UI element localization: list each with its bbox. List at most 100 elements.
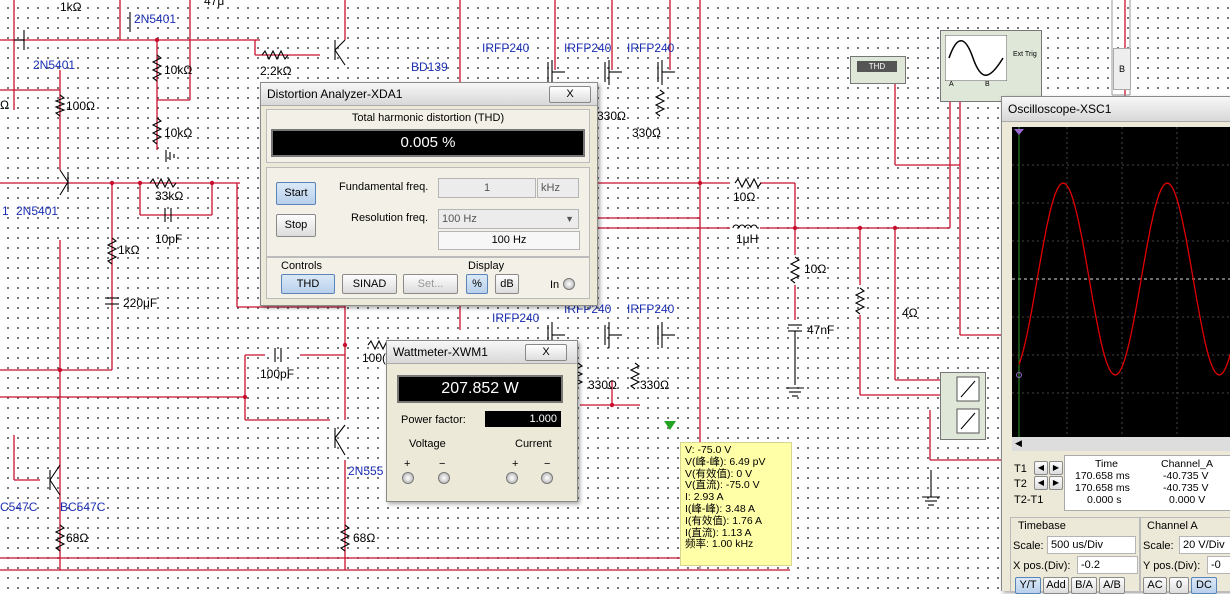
r-10-zobel-label: 10Ω xyxy=(804,262,827,276)
c-47n-label: 47nF xyxy=(807,323,835,337)
voltage-minus-label: − xyxy=(439,458,446,470)
r-68-left-label: 68Ω xyxy=(66,531,89,545)
fundamental-freq-label: Fundamental freq. xyxy=(339,181,429,193)
horizontal-scrollbar[interactable]: ◀ xyxy=(1012,437,1230,451)
add-mode-button[interactable]: Add xyxy=(1043,577,1069,594)
fundamental-freq-input[interactable]: 1 xyxy=(438,178,536,198)
thd-instrument-icon[interactable]: THD xyxy=(850,56,906,84)
t1-left-button[interactable]: ◀ xyxy=(1034,461,1048,475)
probe-line: I: 2.93 A xyxy=(685,491,724,504)
channel-a-label: Channel A xyxy=(1147,520,1198,532)
probe-line: V: -75.0 V xyxy=(685,444,732,456)
voltage-plus-terminal-icon[interactable] xyxy=(402,472,414,484)
resolution-freq-readout: 100 Hz xyxy=(438,231,580,250)
oscilloscope-window[interactable]: Oscilloscope-XSC1 ◀ T1 T2 T2-T1 ◀ ▶ ◀ ▶ … xyxy=(1001,96,1230,594)
arrow-left-icon: ◀ xyxy=(1037,463,1045,472)
t2-t1-label: T2-T1 xyxy=(1014,494,1044,506)
percent-button[interactable]: % xyxy=(466,274,488,294)
input-terminal-icon[interactable] xyxy=(563,278,575,290)
thd-readout-panel: Total harmonic distortion (THD) 0.005 % xyxy=(266,109,590,163)
q-2n5401-top-label: 2N5401 xyxy=(134,12,177,26)
timebase-scale-input[interactable]: 500 us/Div xyxy=(1047,536,1136,554)
t2-left-button[interactable]: ◀ xyxy=(1034,476,1048,490)
stop-button[interactable]: Stop xyxy=(276,214,316,237)
y-position-label: Y pos.(Div): xyxy=(1143,560,1201,572)
t2-channel-a-value: -40.735 V xyxy=(1163,482,1209,494)
cursor-readout-table: Time Channel_A 170.658 ms -40.735 V 170.… xyxy=(1064,455,1230,511)
wattmeter-icon-graphic xyxy=(956,376,980,434)
q-bc547-label: BC547C xyxy=(60,500,106,514)
irfp240-2-label: IRFP240 xyxy=(564,41,612,55)
channel-a-scale-label: Scale: xyxy=(1143,540,1174,552)
distortion-analyzer-titlebar[interactable]: Distortion Analyzer-XDA1 X xyxy=(261,83,597,106)
arrow-right-icon: ▶ xyxy=(1052,478,1060,487)
resolution-freq-select[interactable]: 100 Hz ▼ xyxy=(438,209,579,229)
voltage-minus-terminal-icon[interactable] xyxy=(438,472,450,484)
oscilloscope-titlebar[interactable]: Oscilloscope-XSC1 xyxy=(1002,97,1230,122)
right-partial-panel: B xyxy=(1113,48,1131,90)
power-display: 207.852 W xyxy=(397,375,563,403)
t1-right-button[interactable]: ▶ xyxy=(1049,461,1063,475)
channel-a-scale-input[interactable]: 20 V/Div xyxy=(1179,536,1230,554)
controls-label: Controls xyxy=(281,260,322,272)
thd-display: 0.005 % xyxy=(271,129,585,157)
t2-right-button[interactable]: ▶ xyxy=(1049,476,1063,490)
r-100-partial-label: 100( xyxy=(362,351,387,365)
timebase-scale-label: Scale: xyxy=(1013,540,1044,552)
chevron-down-icon: ▼ xyxy=(565,214,574,224)
r-100-label: 100Ω xyxy=(66,99,95,113)
probe-line: V(直流): -75.0 V xyxy=(685,479,760,492)
ba-mode-button[interactable]: B/A xyxy=(1071,577,1097,594)
current-minus-terminal-icon[interactable] xyxy=(541,472,553,484)
zero-coupling-button[interactable]: 0 xyxy=(1169,577,1189,594)
r-10k-1-label: 10kΩ xyxy=(164,63,193,77)
thd-button[interactable]: THD xyxy=(281,274,335,294)
wattmeter-titlebar[interactable]: Wattmeter-XWM1 X xyxy=(387,341,577,364)
scope-a-label: A xyxy=(949,81,954,88)
wattmeter-window[interactable]: Wattmeter-XWM1 X 207.852 W Power factor:… xyxy=(386,340,578,502)
close-icon: X xyxy=(542,346,550,358)
r-22k-label: 2.2kΩ xyxy=(260,64,292,78)
power-factor-label: Power factor: xyxy=(401,414,466,426)
probe-line: I(峰-峰): 3.48 A xyxy=(685,502,756,515)
wattmeter-instrument-icon[interactable] xyxy=(940,372,986,440)
resolution-freq-label: Resolution freq. xyxy=(351,212,429,224)
db-button[interactable]: dB xyxy=(495,274,519,294)
dc-coupling-button[interactable]: DC xyxy=(1191,577,1217,594)
t1-channel-a-value: -40.735 V xyxy=(1163,470,1209,482)
probe-line: V(有效值): 0 V xyxy=(685,467,753,480)
r-10-out-label: 10Ω xyxy=(733,190,756,204)
resolution-freq-value: 100 Hz xyxy=(442,213,477,225)
probe-line: I(有效值): 1.76 A xyxy=(685,514,763,527)
y-position-input[interactable]: -0 xyxy=(1207,556,1230,574)
close-button[interactable]: X xyxy=(549,86,591,103)
start-button[interactable]: Start xyxy=(276,182,316,205)
q-2n555-label: 2N555 xyxy=(348,464,384,478)
ac-coupling-button[interactable]: AC xyxy=(1143,577,1167,594)
sinad-button[interactable]: SINAD xyxy=(342,274,397,294)
oscilloscope-screen[interactable] xyxy=(1012,127,1230,437)
channel-a-panel: Channel A Scale: 20 V/Div Y pos.(Div): -… xyxy=(1140,517,1230,594)
set-button[interactable]: Set... xyxy=(403,274,458,294)
distortion-analyzer-window[interactable]: Distortion Analyzer-XDA1 X Total harmoni… xyxy=(260,82,598,306)
fundamental-freq-unit[interactable]: kHz xyxy=(537,178,579,198)
timebase-panel: Timebase Scale: 500 us/Div X pos.(Div): … xyxy=(1010,517,1140,594)
irfp240-3-label: IRFP240 xyxy=(627,41,675,55)
yt-mode-button[interactable]: Y/T xyxy=(1015,577,1041,594)
r-1k-mid-label: 1kΩ xyxy=(118,243,140,257)
thd-header: Total harmonic distortion (THD) xyxy=(351,112,505,124)
voltage-plus-label: + xyxy=(404,458,411,470)
left-partial-label-2: 1 xyxy=(2,204,9,218)
x-position-input[interactable]: -0.2 xyxy=(1077,556,1138,574)
oscilloscope-instrument-icon[interactable]: Ext Trig A B xyxy=(940,30,1042,102)
close-button[interactable]: X xyxy=(525,344,567,361)
thd-instrument-label: THD xyxy=(857,61,897,72)
scope-icon-screen xyxy=(945,35,1007,81)
delta-time-value: 0.000 s xyxy=(1087,494,1122,506)
t2-time-value: 170.658 ms xyxy=(1075,482,1130,494)
x-position-label: X pos.(Div): xyxy=(1013,560,1071,572)
current-plus-terminal-icon[interactable] xyxy=(506,472,518,484)
ab-mode-button[interactable]: A/B xyxy=(1099,577,1125,594)
r-330-top2-label: 330Ω xyxy=(632,126,661,140)
